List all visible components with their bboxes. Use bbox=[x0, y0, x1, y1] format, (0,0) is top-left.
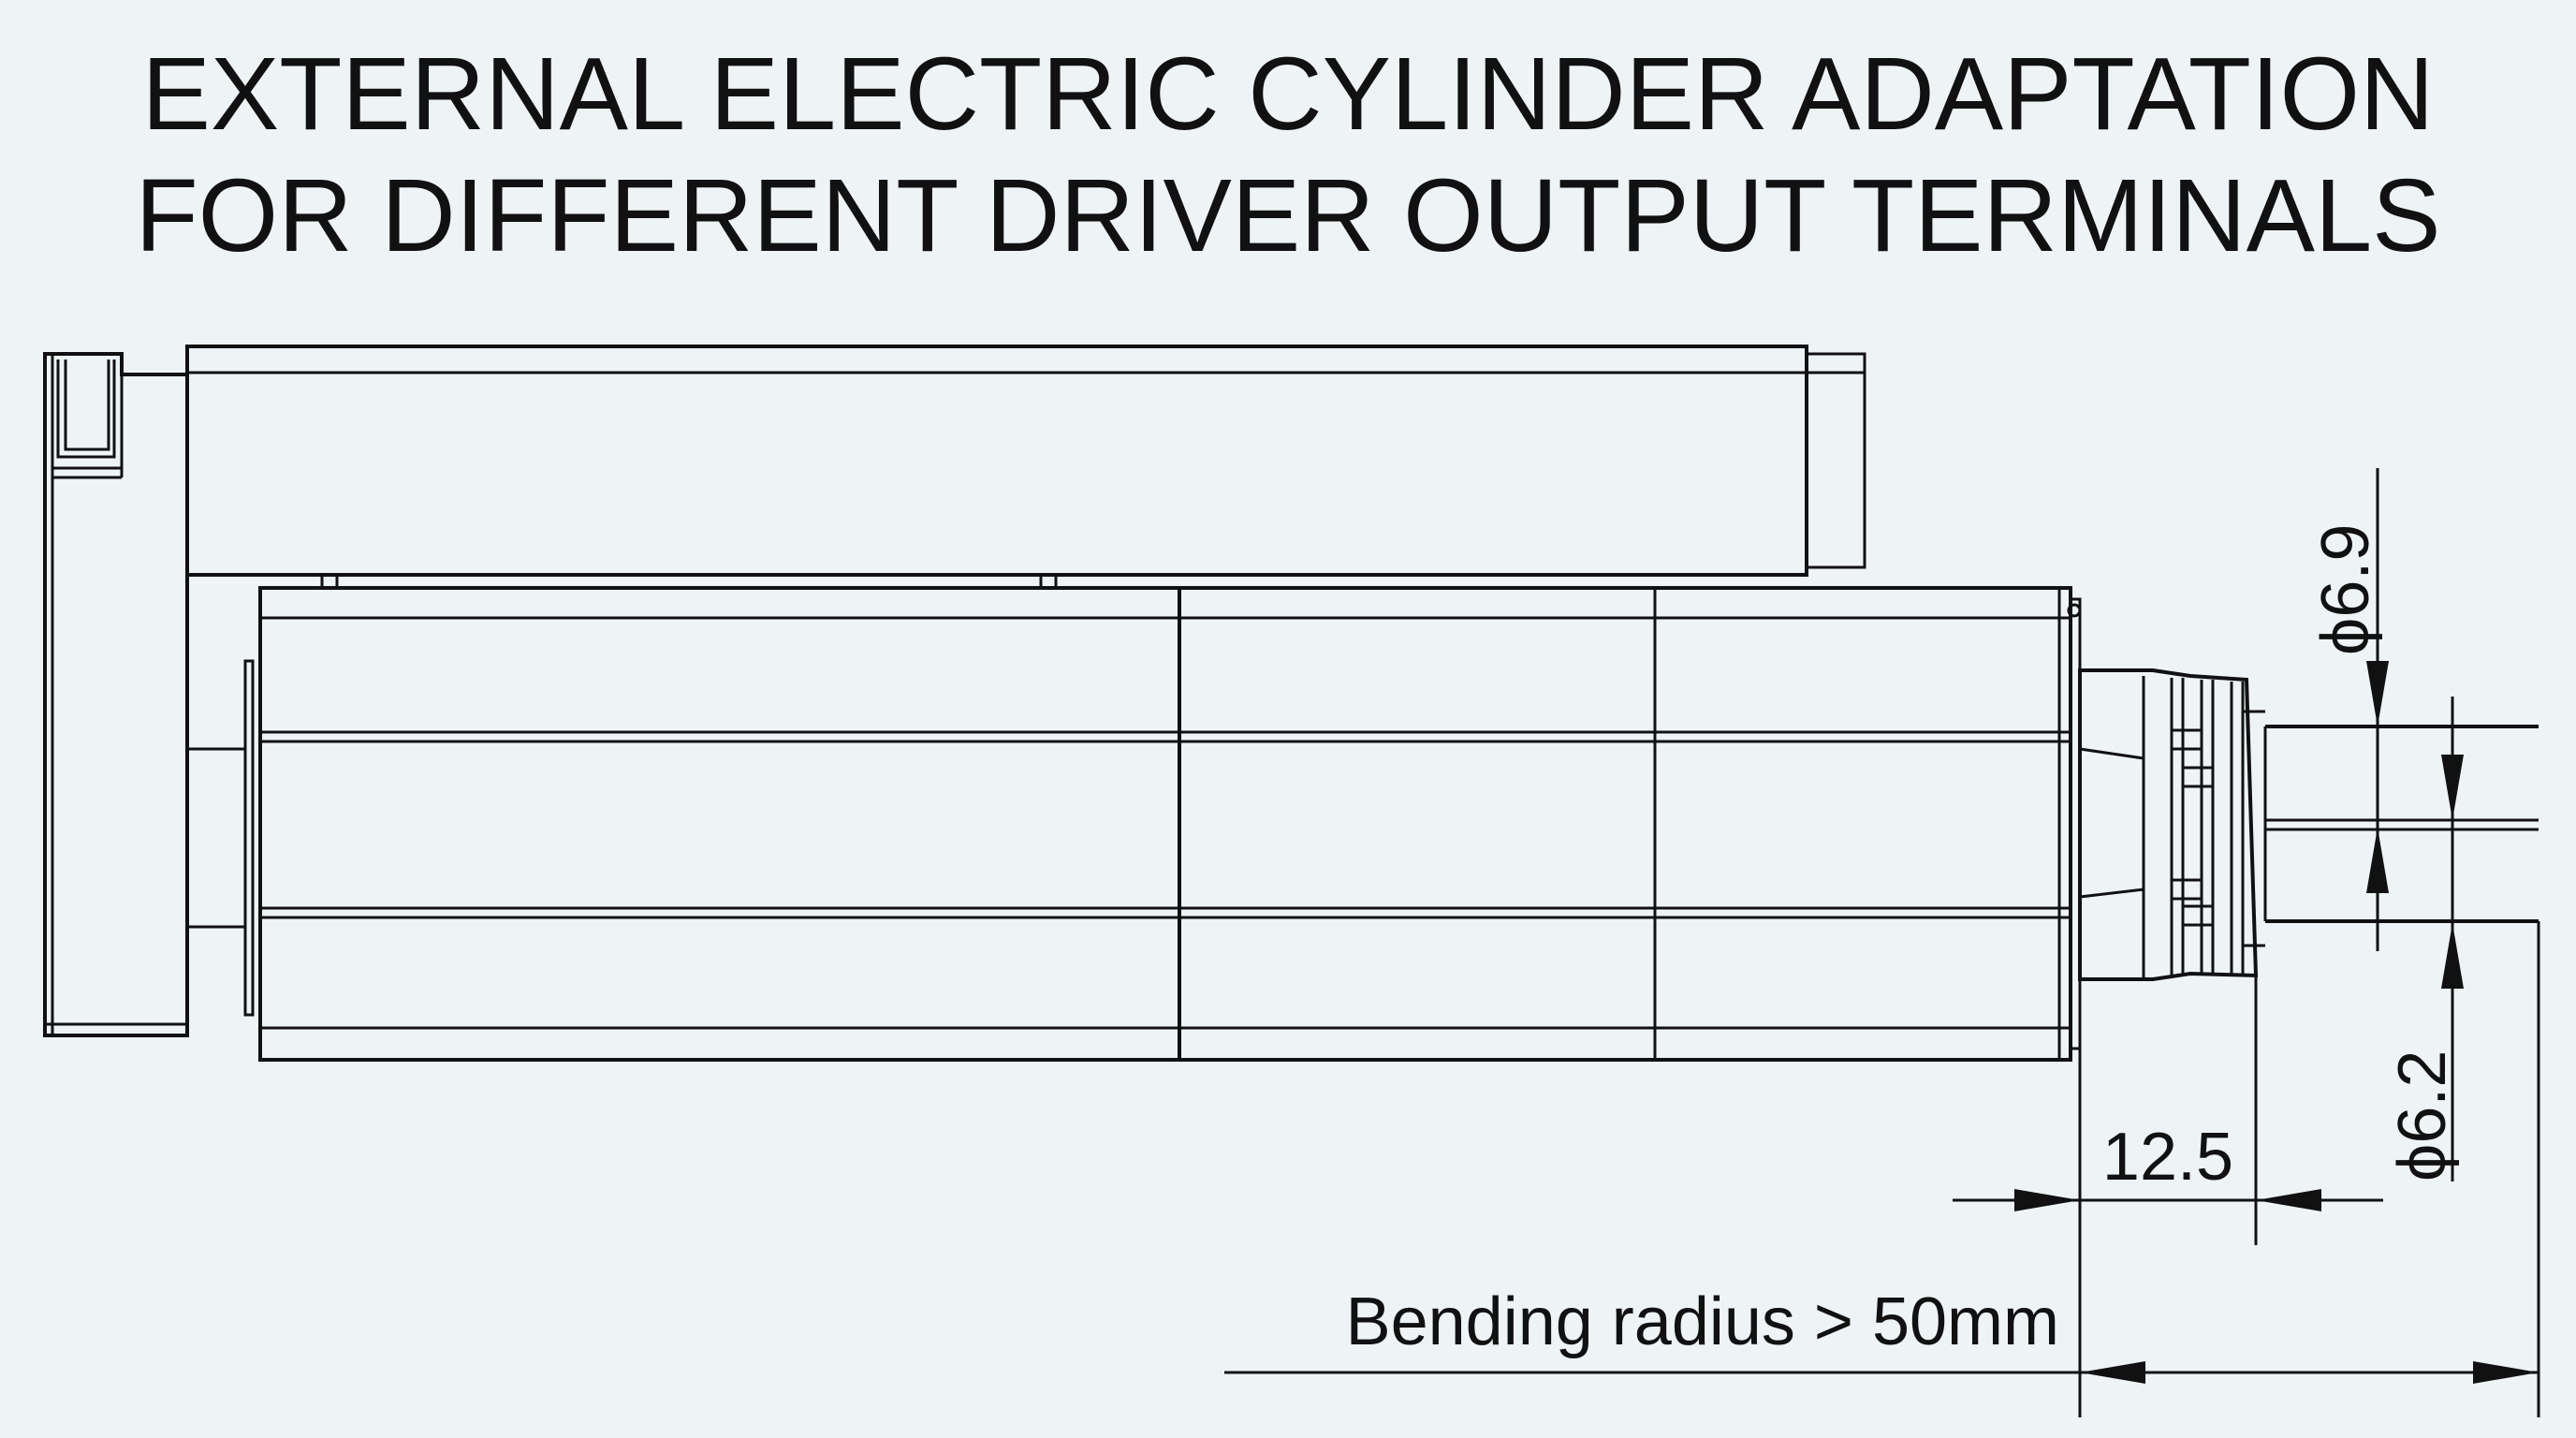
cable bbox=[2263, 725, 2539, 923]
upper-housing bbox=[185, 345, 1866, 588]
connector-length-dimension: 12.5 bbox=[1953, 976, 2383, 1417]
inner-diameter-label: ϕ6.2 bbox=[2385, 1050, 2460, 1181]
outer-diameter-dimension: ϕ6.9 bbox=[2308, 468, 2389, 951]
title-line-2: FOR DIFFERENT DRIVER OUTPUT TERMINALS bbox=[135, 158, 2440, 273]
outer-diameter-label: ϕ6.9 bbox=[2308, 524, 2383, 655]
title-line-1: EXTERNAL ELECTRIC CYLINDER ADAPTATION bbox=[141, 37, 2434, 152]
bending-radius-dimension: Bending radius > 50mm bbox=[1224, 921, 2540, 1417]
cylinder-body bbox=[258, 586, 2082, 1062]
cable-connector bbox=[2078, 668, 2265, 981]
connector-length-label: 12.5 bbox=[2102, 1120, 2233, 1195]
motor-end-cap bbox=[43, 352, 255, 1037]
inner-diameter-dimension: ϕ6.2 bbox=[2385, 697, 2464, 1181]
bending-radius-label: Bending radius > 50mm bbox=[1346, 1284, 2059, 1359]
